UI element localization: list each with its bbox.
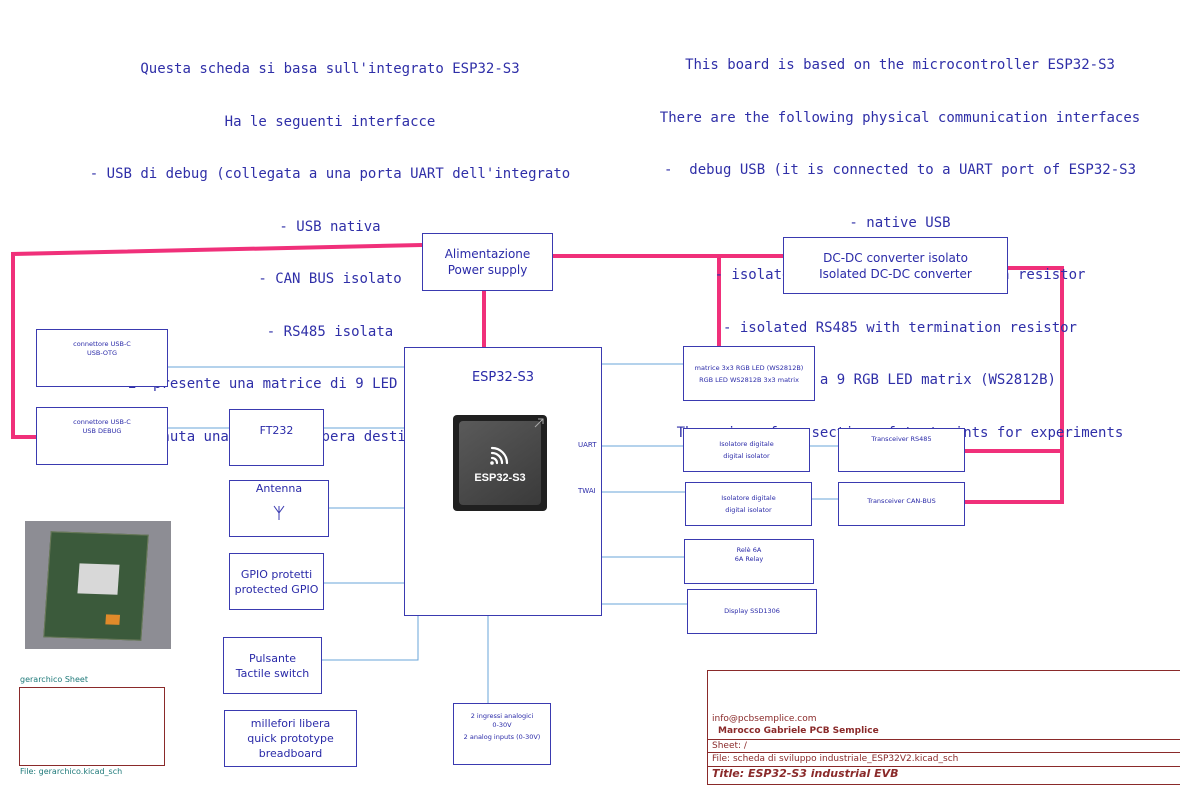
- block-label: Antenna: [255, 482, 303, 495]
- pin-twai: TWAI: [578, 487, 596, 495]
- block-label: protected GPIO: [234, 582, 319, 596]
- block-label: breadboard: [258, 747, 323, 760]
- block-label: matrice 3x3 RGB LED (WS2812B): [694, 363, 804, 372]
- note-line: - debug USB (it is connected to a UART p…: [663, 162, 1136, 178]
- espressif-logo-icon: [490, 446, 509, 465]
- power-supply-block[interactable]: Alimentazione Power supply: [422, 233, 553, 291]
- can-transceiver-block[interactable]: Transceiver CAN-BUS: [838, 482, 965, 526]
- title-block-company: Marocco Gabriele PCB Semplice: [718, 726, 879, 736]
- breadboard-block[interactable]: millefori libera quick prototype breadbo…: [224, 710, 357, 767]
- board-3d-render: [25, 521, 171, 649]
- title-block-divider: [707, 752, 1180, 753]
- expand-arrow-icon: [534, 418, 544, 428]
- block-label: 2 ingressi analogici: [470, 712, 534, 720]
- title-block-divider: [707, 766, 1180, 767]
- block-label: 0-30V: [492, 721, 512, 729]
- block-label: 6A Relay: [734, 555, 764, 563]
- title-block-email: info@pcbsemplice.com: [712, 714, 817, 724]
- note-line: - native USB: [849, 214, 951, 231]
- esp32-chip-image: ESP32-S3: [453, 415, 547, 511]
- block-label: Power supply: [447, 263, 528, 277]
- note-line: Ha le seguenti interfacce: [224, 113, 436, 130]
- note-line: - USB di debug (collegata a una porta UA…: [89, 166, 571, 182]
- block-label: Alimentazione: [444, 247, 531, 261]
- block-label: DC-DC converter isolato: [823, 250, 968, 265]
- signal-wires: [168, 363, 838, 703]
- pcb-render: [43, 531, 149, 641]
- block-label: Isolated DC-DC converter: [819, 266, 972, 281]
- note-line: - RS485 isolata: [266, 323, 394, 340]
- block-label: Tactile switch: [235, 666, 310, 680]
- ft232-block[interactable]: FT232: [229, 409, 324, 466]
- block-label: connettore USB-C: [73, 340, 131, 348]
- power-wires: [11, 243, 1064, 504]
- hier-sheet-file: File: gerarchico.kicad_sch: [20, 767, 123, 776]
- block-label: Transceiver RS485: [871, 435, 932, 443]
- block-label: Relè 6A: [736, 546, 762, 554]
- wire-switch: [322, 616, 419, 661]
- block-label: digital isolator: [725, 506, 772, 514]
- wire-power-usb: [11, 243, 423, 439]
- antenna-block[interactable]: Antenna: [229, 480, 329, 537]
- title-block-file: File: scheda di sviluppo industriale_ESP…: [712, 754, 959, 764]
- note-line: - isolated RS485 with termination resist…: [722, 319, 1077, 336]
- chip-label: ESP32-S3: [474, 472, 526, 484]
- title-block-title: Title: ESP32-S3 industrial EVB: [712, 767, 899, 780]
- tactile-switch-block[interactable]: Pulsante Tactile switch: [223, 637, 322, 694]
- block-label: connettore USB-C: [73, 418, 131, 426]
- block-label: RGB LED WS2812B 3x3 matrix: [699, 375, 799, 384]
- block-label: Isolatore digitale: [721, 494, 776, 502]
- block-label: digital isolator: [723, 452, 770, 460]
- block-label: USB DEBUG: [82, 427, 122, 435]
- dcdc-converter-block[interactable]: DC-DC converter isolato Isolated DC-DC c…: [783, 237, 1008, 294]
- hier-sheet-name: gerarchico Sheet: [20, 675, 88, 684]
- title-block-divider: [707, 739, 1180, 740]
- wire-dcdc-can: [965, 266, 1064, 504]
- block-label: FT232: [259, 424, 294, 437]
- relay-block[interactable]: Relè 6A 6A Relay: [684, 539, 814, 584]
- block-label: Transceiver CAN-BUS: [867, 497, 936, 505]
- usb-debug-connector-block[interactable]: connettore USB-C USB DEBUG: [36, 407, 168, 465]
- block-label: quick prototype: [247, 732, 334, 745]
- protected-gpio-block[interactable]: GPIO protetti protected GPIO: [229, 553, 324, 610]
- note-line: - USB nativa: [279, 218, 381, 235]
- block-label: Display SSD1306: [724, 607, 780, 615]
- antenna-icon: [273, 505, 285, 520]
- block-label: 2 analog inputs (0-30V): [463, 733, 541, 741]
- usb-otg-connector-block[interactable]: connettore USB-C USB-OTG: [36, 329, 168, 387]
- hier-sheet-box[interactable]: [19, 687, 165, 766]
- digital-isolator-twai-block[interactable]: Isolatore digitale digital isolator: [685, 482, 812, 526]
- analog-inputs-block[interactable]: 2 ingressi analogici 0-30V 2 analog inpu…: [453, 703, 551, 765]
- title-block-sheet: Sheet: /: [712, 741, 747, 751]
- block-label: millefori libera: [250, 717, 331, 730]
- digital-isolator-uart-block[interactable]: Isolatore digitale digital isolator: [683, 428, 810, 472]
- note-line: - CAN BUS isolato: [258, 271, 402, 287]
- led-matrix-block[interactable]: matrice 3x3 RGB LED (WS2812B) RGB LED WS…: [683, 346, 815, 401]
- block-label: USB-OTG: [87, 349, 117, 357]
- chip-face: ESP32-S3: [459, 421, 541, 505]
- block-label: GPIO protetti: [240, 567, 313, 581]
- rs485-transceiver-block[interactable]: Transceiver RS485: [838, 428, 965, 472]
- block-label: Pulsante: [249, 651, 296, 665]
- note-line: Questa scheda si basa sull'integrato ESP…: [140, 61, 520, 77]
- pin-uart: UART: [578, 441, 597, 449]
- block-label: Isolatore digitale: [719, 440, 774, 448]
- note-line: This board is based on the microcontroll…: [685, 57, 1115, 73]
- display-block[interactable]: Display SSD1306: [687, 589, 817, 634]
- esp32-title: ESP32-S3: [471, 370, 535, 385]
- note-line: There are the following physical communi…: [659, 109, 1141, 126]
